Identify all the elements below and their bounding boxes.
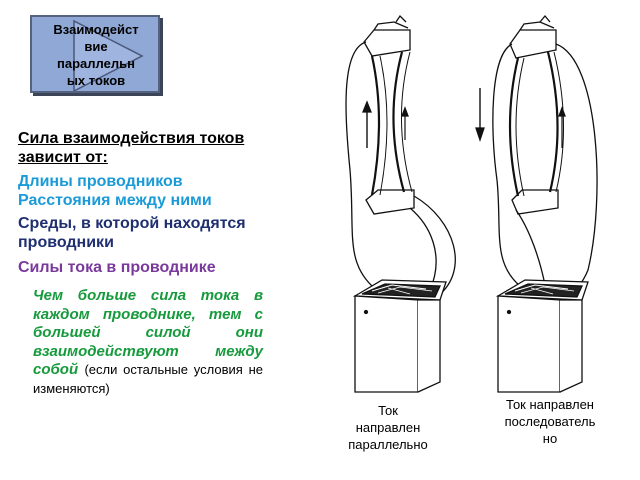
- conclusion-note: (если остальные условия не изменяются): [33, 362, 263, 396]
- factor-current-strength: Силы тока в проводнике: [18, 259, 216, 276]
- title-box: Взаимодейст вие параллельн ых токов: [30, 15, 160, 93]
- right-apparatus: [475, 14, 598, 393]
- caption-parallel: Ток направлен параллельно: [348, 403, 428, 452]
- caption-series: Ток направлен последователь но: [504, 397, 596, 446]
- play-triangle-icon: [73, 19, 144, 91]
- left-apparatus: [345, 14, 456, 393]
- factor-medium: Среды, в которой находятся проводники: [18, 215, 246, 251]
- conclusion-main: Чем больше сила тока в каждом проводнике…: [33, 287, 263, 379]
- factor-distance: Расстояния между ними: [18, 192, 212, 209]
- heading: Сила взаимодействия токов зависит от:: [18, 130, 245, 166]
- conclusion-paragraph: Чем больше сила тока в каждом проводнике…: [33, 287, 263, 399]
- title-text: Взаимодейст вие параллельн ых токов: [53, 22, 139, 88]
- factor-conductor-length: Длины проводников: [18, 173, 183, 190]
